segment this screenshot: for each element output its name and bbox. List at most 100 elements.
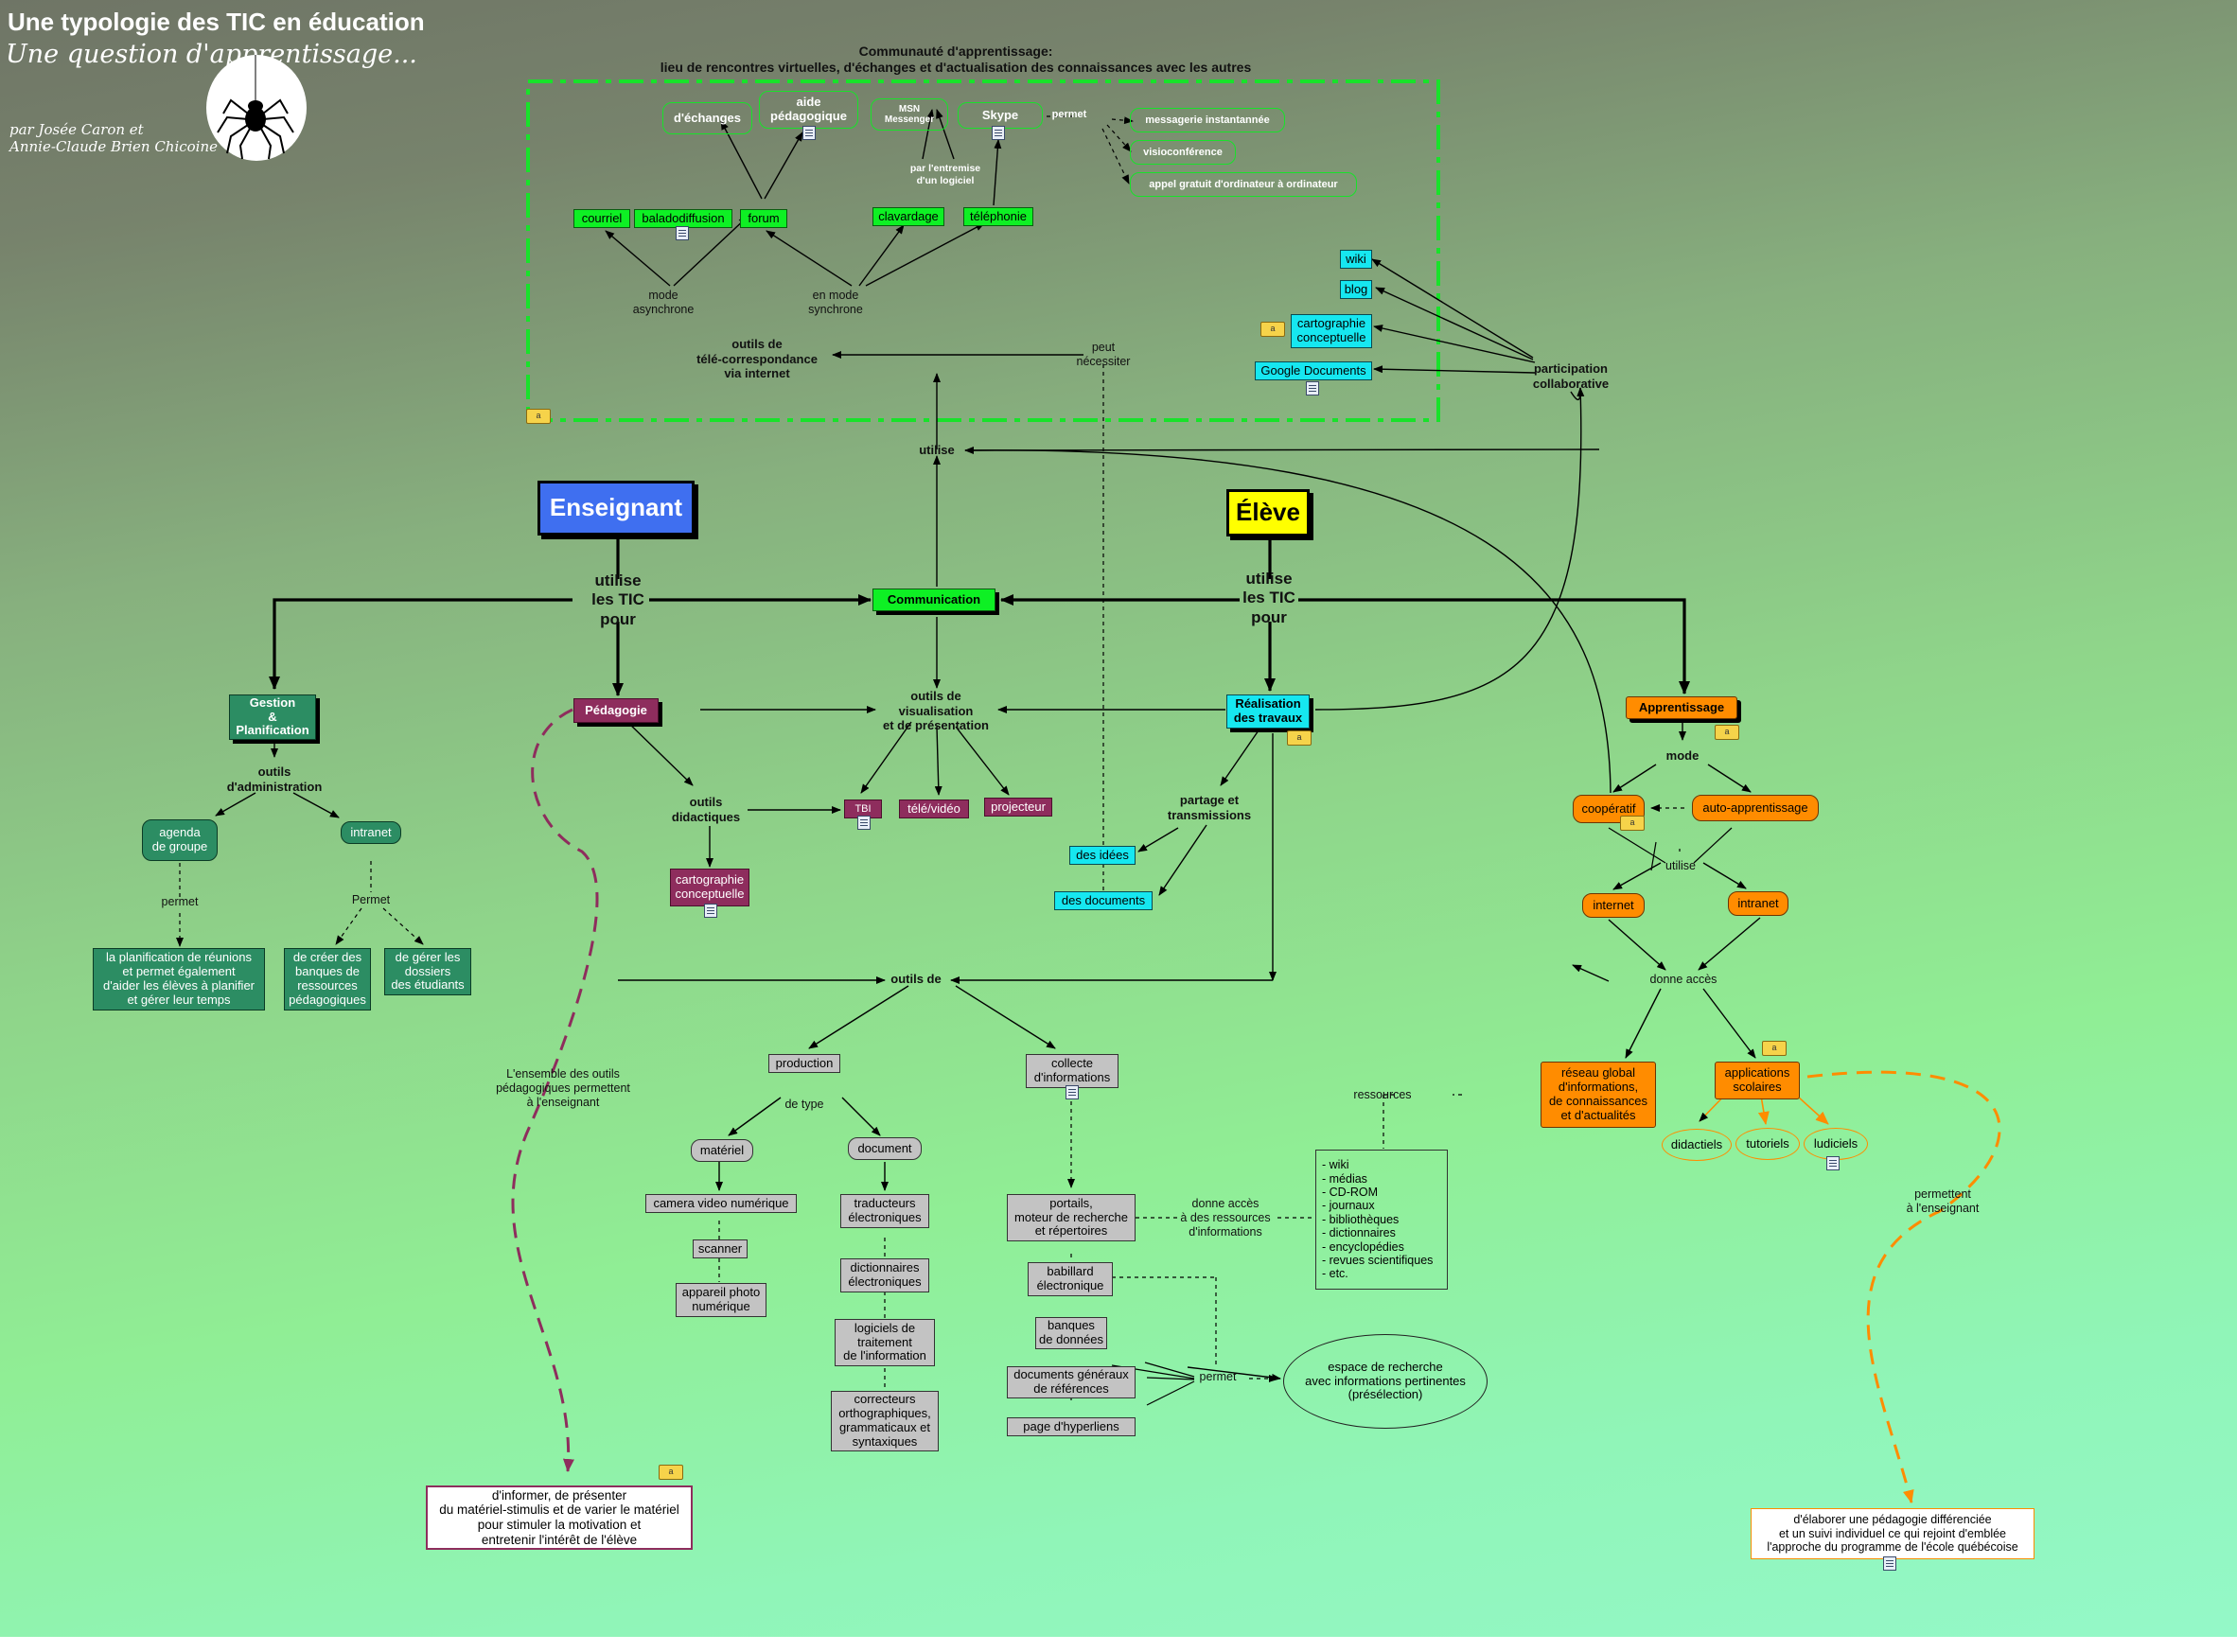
- node-google-documents[interactable]: Google Documents: [1255, 361, 1372, 380]
- node-realisation-travaux[interactable]: Réalisation des travaux: [1226, 694, 1310, 729]
- node-materiel[interactable]: matériel: [691, 1139, 753, 1162]
- label-partage-transmissions: partage et transmissions: [1167, 793, 1252, 822]
- node-scanner[interactable]: scanner: [693, 1239, 748, 1258]
- node-intranet-gestion[interactable]: intranet: [341, 821, 401, 844]
- label-mode-asynchrone: mode asynchrone: [632, 289, 695, 316]
- node-ressources-list[interactable]: - wiki - médias - CD-ROM - journaux - bi…: [1315, 1150, 1448, 1290]
- node-skype[interactable]: Skype: [958, 102, 1043, 129]
- link-icon[interactable]: a: [1287, 730, 1312, 746]
- link-icon[interactable]: a: [1715, 725, 1739, 740]
- document-icon[interactable]: [802, 126, 816, 140]
- link-icon[interactable]: a: [1260, 322, 1285, 337]
- node-intranet-apprentissage[interactable]: intranet: [1728, 891, 1788, 916]
- label-donne-acces-apprentissage: donne accès: [1649, 973, 1717, 986]
- node-camera-video[interactable]: camera video numérique: [645, 1194, 797, 1213]
- label-permet-outils: permet: [1199, 1370, 1237, 1383]
- node-reseau-global[interactable]: réseau global d'informations, de connais…: [1541, 1062, 1656, 1128]
- node-courriel[interactable]: courriel: [573, 209, 630, 228]
- label-mode-synchrone: en mode synchrone: [808, 289, 863, 316]
- node-document[interactable]: document: [848, 1137, 922, 1160]
- node-appel-gratuit[interactable]: appel gratuit d'ordinateur à ordinateur: [1130, 172, 1357, 197]
- label-utilise-apprentissage: utilise: [1665, 859, 1696, 872]
- node-banques-ressources[interactable]: de créer des banques de ressources pédag…: [284, 948, 371, 1011]
- node-blog[interactable]: blog: [1340, 280, 1372, 299]
- node-auto-apprentissage[interactable]: auto-apprentissage: [1692, 795, 1819, 821]
- node-forum[interactable]: forum: [740, 209, 787, 228]
- node-production[interactable]: production: [768, 1054, 840, 1073]
- node-tele-video[interactable]: télé/vidéo: [899, 800, 969, 818]
- node-appareil-photo[interactable]: appareil photo numérique: [676, 1283, 766, 1317]
- node-baladodiffusion[interactable]: baladodiffusion: [634, 209, 732, 228]
- node-msn-messenger[interactable]: MSN Messenger: [871, 98, 948, 131]
- link-icon[interactable]: a: [659, 1465, 683, 1480]
- node-planification-reunions[interactable]: la planification de réunions et permet é…: [93, 948, 265, 1011]
- node-pedagogie[interactable]: Pédagogie: [573, 698, 659, 723]
- spider-logo: [206, 55, 307, 161]
- node-traducteurs[interactable]: traducteurs électroniques: [840, 1194, 929, 1228]
- node-gerer-dossiers[interactable]: de gérer les dossiers des étudiants: [384, 948, 471, 995]
- label-donne-acces-ressources: donne accès à des ressources d'informati…: [1180, 1197, 1271, 1239]
- node-logiciels-traitement[interactable]: logiciels de traitement de l'information: [835, 1319, 935, 1366]
- document-icon[interactable]: [1826, 1156, 1840, 1170]
- label-ensemble-outils: L'ensemble des outils pédagogiques perme…: [496, 1067, 630, 1109]
- document-icon[interactable]: [1883, 1556, 1896, 1571]
- node-portails[interactable]: portails, moteur de recherche et réperto…: [1007, 1194, 1136, 1241]
- document-icon[interactable]: [1066, 1085, 1079, 1099]
- node-espace-recherche[interactable]: espace de recherche avec informations pe…: [1283, 1334, 1488, 1429]
- label-permet-skype: permet: [1051, 109, 1087, 120]
- node-informer-presenter[interactable]: d'informer, de présenter du matériel-sti…: [426, 1485, 693, 1550]
- node-communication[interactable]: Communication: [872, 589, 995, 611]
- node-didactiels[interactable]: didactiels: [1662, 1129, 1732, 1161]
- link-icon[interactable]: a: [1620, 816, 1645, 831]
- map-subtitle: Une question d'apprentissage...: [6, 40, 417, 69]
- node-telephonie[interactable]: téléphonie: [963, 207, 1033, 226]
- node-eleve[interactable]: Élève: [1226, 489, 1310, 536]
- label-participation-collaborative: participation collaborative: [1532, 361, 1610, 391]
- node-correcteurs[interactable]: correcteurs orthographiques, grammaticau…: [831, 1391, 939, 1451]
- document-icon[interactable]: [676, 226, 689, 240]
- node-wiki[interactable]: wiki: [1340, 250, 1372, 269]
- node-documents-generaux[interactable]: documents généraux de références: [1007, 1366, 1136, 1398]
- node-elaborer-pedagogie[interactable]: d'élaborer une pédagogie différenciée et…: [1751, 1508, 2034, 1559]
- node-des-idees[interactable]: des idées: [1069, 846, 1136, 865]
- node-ludiciels[interactable]: ludiciels: [1804, 1128, 1868, 1160]
- node-agenda-groupe[interactable]: agenda de groupe: [142, 819, 218, 861]
- node-projecteur[interactable]: projecteur: [984, 798, 1052, 817]
- label-outils-administration: outils d'administration: [226, 764, 323, 794]
- document-icon[interactable]: [857, 816, 871, 830]
- node-des-documents[interactable]: des documents: [1054, 891, 1153, 910]
- node-clavardage[interactable]: clavardage: [872, 207, 944, 226]
- document-icon[interactable]: [704, 904, 717, 918]
- document-icon[interactable]: [1306, 381, 1319, 395]
- label-utilise-top: utilise: [919, 443, 955, 457]
- node-gestion-planification[interactable]: Gestion & Planification: [229, 694, 316, 740]
- node-messagerie[interactable]: messagerie instantannée: [1130, 108, 1285, 132]
- node-tutoriels[interactable]: tutoriels: [1735, 1128, 1800, 1160]
- label-de-type: de type: [784, 1098, 824, 1111]
- node-internet[interactable]: internet: [1582, 893, 1645, 918]
- node-collecte-informations[interactable]: collecte d'informations: [1026, 1054, 1118, 1088]
- node-page-hyperliens[interactable]: page d'hyperliens: [1007, 1417, 1136, 1436]
- label-permet-gestion-2: Permet: [351, 893, 391, 906]
- label-peut-necessiter: peut nécessiter: [1076, 341, 1131, 368]
- node-babillard[interactable]: babillard électronique: [1028, 1262, 1113, 1296]
- node-cartographie-collab[interactable]: cartographie conceptuelle: [1291, 314, 1372, 348]
- node-dictionnaires[interactable]: dictionnaires électroniques: [840, 1258, 929, 1292]
- node-visioconference[interactable]: visioconférence: [1130, 140, 1236, 165]
- label-permettent-enseignant: permettent à l'enseignant: [1906, 1187, 1980, 1215]
- node-enseignant[interactable]: Enseignant: [537, 481, 695, 536]
- document-icon[interactable]: [992, 126, 1005, 140]
- label-tele-correspondance: outils de télé-correspondance via intern…: [696, 337, 818, 381]
- node-apprentissage[interactable]: Apprentissage: [1626, 696, 1737, 719]
- label-outils-didactiques: outils didactiques: [671, 795, 741, 824]
- node-aide-pedagogique[interactable]: aide pédagogique: [759, 91, 858, 129]
- link-icon[interactable]: a: [526, 409, 551, 424]
- node-applications-scolaires[interactable]: applications scolaires: [1715, 1062, 1800, 1099]
- node-echanges[interactable]: d'échanges: [662, 102, 752, 134]
- label-outils-visualisation: outils de visualisation et de présentati…: [883, 689, 989, 733]
- link-icon[interactable]: a: [1762, 1041, 1787, 1056]
- node-banques-donnees[interactable]: banques de données: [1035, 1317, 1107, 1349]
- node-cartographie-pedagogie[interactable]: cartographie conceptuelle: [670, 869, 749, 906]
